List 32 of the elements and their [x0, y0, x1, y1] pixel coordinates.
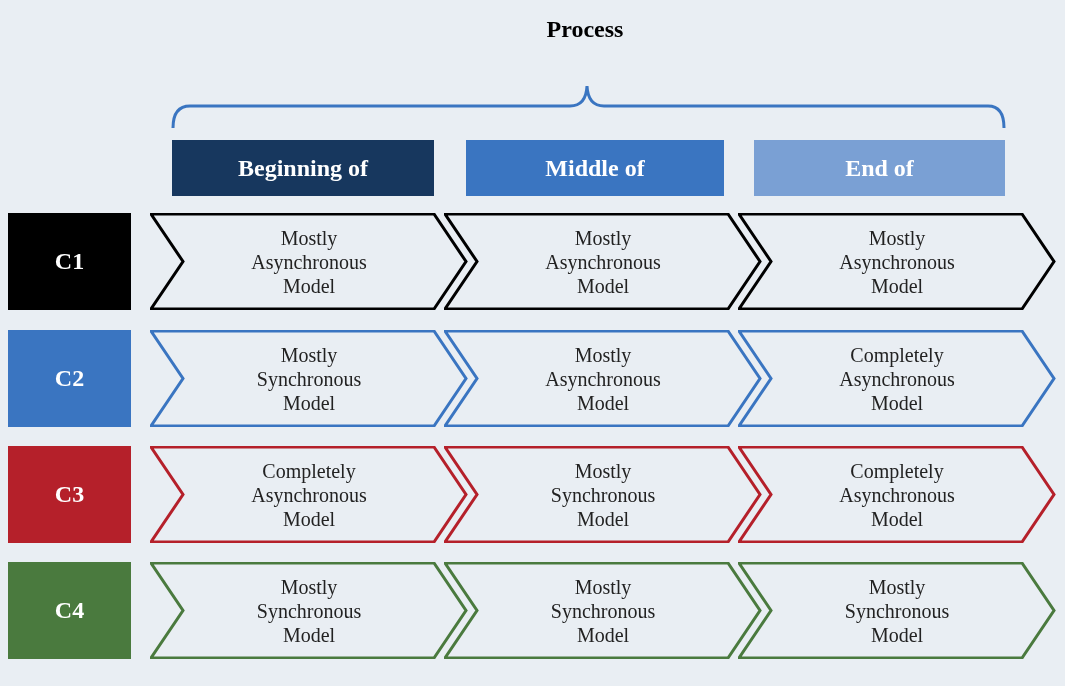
process-step — [444, 213, 762, 310]
title: Process — [545, 16, 625, 43]
model-label: Mostly Synchronous Model — [255, 574, 363, 647]
process-step — [738, 330, 1056, 427]
column-header: End of — [754, 140, 1005, 196]
process-step — [444, 330, 762, 427]
process-step — [150, 330, 468, 427]
model-label: Mostly Asynchronous Model — [544, 225, 662, 298]
column-header: Middle of — [466, 140, 724, 196]
process-step — [738, 446, 1056, 543]
column-header: Beginning of — [172, 140, 434, 196]
row-label: C1 — [8, 213, 131, 310]
row-label: C4 — [8, 562, 131, 659]
process-step — [444, 446, 762, 543]
process-step — [150, 446, 468, 543]
model-label: Mostly Synchronous Model — [255, 342, 363, 415]
model-label: Mostly Asynchronous Model — [250, 225, 368, 298]
model-label: Completely Asynchronous Model — [838, 342, 956, 415]
process-step — [150, 213, 468, 310]
model-label: Mostly Asynchronous Model — [838, 225, 956, 298]
process-step — [444, 562, 762, 659]
row-label: C2 — [8, 330, 131, 427]
row-label: C3 — [8, 446, 131, 543]
process-step — [150, 562, 468, 659]
model-label: Mostly Synchronous Model — [843, 574, 951, 647]
model-label: Mostly Asynchronous Model — [544, 342, 662, 415]
model-label: Completely Asynchronous Model — [250, 458, 368, 531]
process-step — [738, 213, 1056, 310]
process-step — [738, 562, 1056, 659]
model-label: Mostly Synchronous Model — [549, 458, 657, 531]
model-label: Completely Asynchronous Model — [838, 458, 956, 531]
model-label: Mostly Synchronous Model — [549, 574, 657, 647]
